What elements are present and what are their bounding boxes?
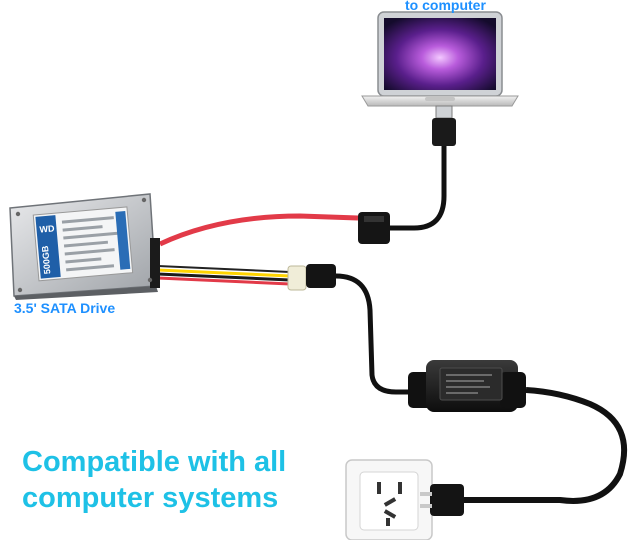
- to-computer-label: to computer: [405, 0, 486, 13]
- sata-adapter-head: [358, 212, 390, 244]
- drive-capacity-text: 500GB: [40, 245, 52, 275]
- drive-brand-text: WD: [39, 223, 55, 234]
- drive-type-label: 3.5' SATA Drive: [14, 300, 116, 316]
- power-wires: [157, 264, 336, 291]
- power-cable: [335, 273, 408, 395]
- compatibility-headline: Compatible with all computer systems: [22, 444, 332, 516]
- power-adapter: [408, 360, 526, 412]
- wall-outlet: [345, 459, 433, 540]
- hard-drive: WD 500GB: [9, 193, 160, 300]
- ac-plug: [420, 484, 464, 516]
- laptop: [361, 11, 519, 107]
- headline-line-2: computer systems: [22, 482, 279, 514]
- headline-line-1: Compatible with all: [22, 446, 287, 478]
- sata-data-cable: [158, 213, 359, 247]
- ac-cable: [462, 387, 628, 504]
- usb-cable: [388, 105, 456, 231]
